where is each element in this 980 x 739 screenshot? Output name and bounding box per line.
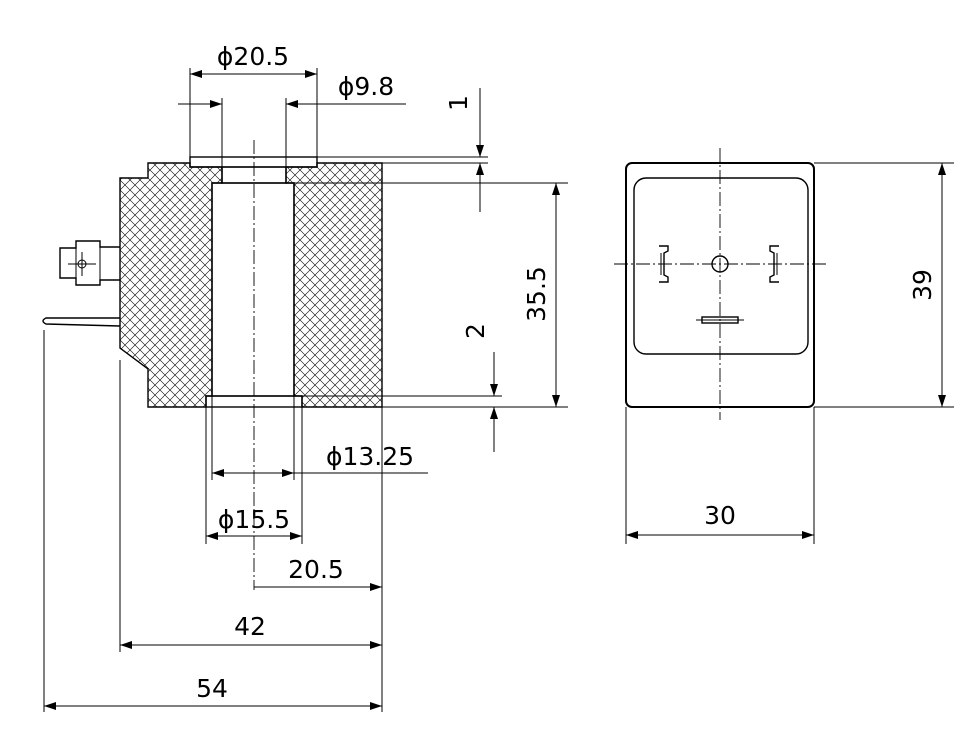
dimension-phi-20-5: ϕ20.5	[217, 42, 289, 71]
coil-body-left-section	[119, 162, 223, 408]
dimension-width-30: 30	[704, 501, 736, 530]
earth-pin-contact	[696, 316, 744, 324]
dimension-height-35-5: 35.5	[522, 266, 551, 322]
right-pin-contact	[769, 245, 779, 283]
terminal-connector	[59, 240, 120, 286]
section-view	[42, 140, 383, 590]
top-flange	[189, 156, 318, 168]
left-pin-contact	[659, 245, 669, 283]
dimension-phi-13-25: ϕ13.25	[326, 442, 414, 471]
section-dimension-lines	[43, 68, 568, 712]
dimension-gap-2: 2	[461, 323, 490, 339]
connector-face-plate	[633, 177, 809, 355]
face-view	[614, 148, 828, 420]
lead-wire	[42, 317, 121, 327]
dimension-phi-15-5: ϕ15.5	[218, 505, 290, 534]
dimension-width-54: 54	[196, 674, 228, 703]
dimension-phi-9-8: ϕ9.8	[338, 72, 394, 101]
dimension-half-20-5: 20.5	[288, 555, 344, 584]
center-pin-hole	[711, 255, 729, 273]
dimension-width-42: 42	[234, 612, 266, 641]
dimension-height-39: 39	[908, 269, 937, 301]
central-bore	[211, 182, 295, 397]
coil-body-right-section	[285, 162, 383, 408]
dimension-top-1: 1	[444, 95, 473, 111]
face-dimension-lines	[625, 162, 954, 544]
